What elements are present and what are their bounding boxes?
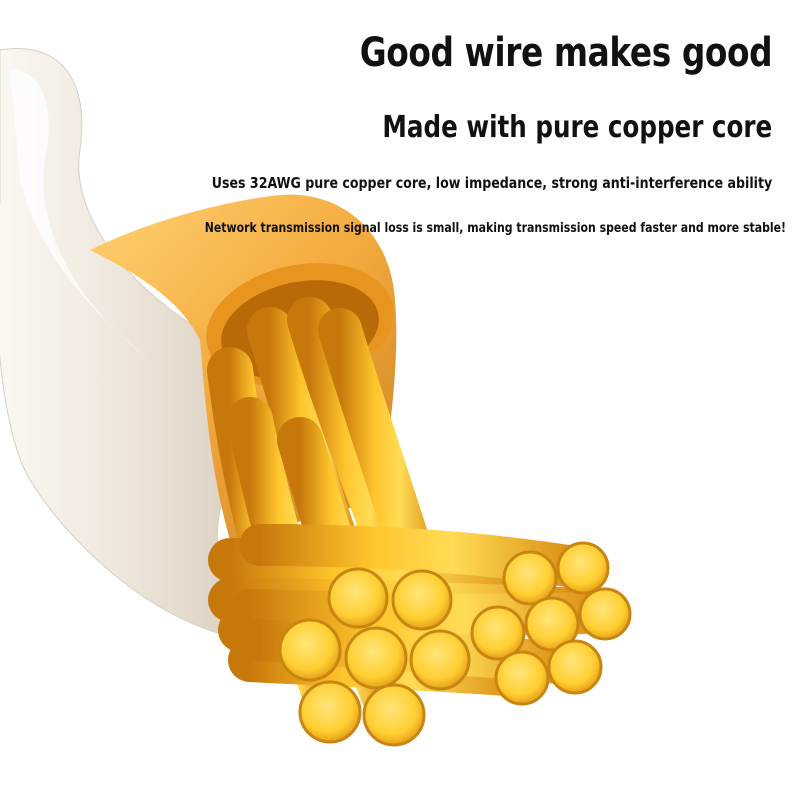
copper-strand-ends <box>278 541 632 747</box>
description-line-1: Uses 32AWG pure copper core, low impedan… <box>211 174 772 192</box>
cable-jacket <box>0 48 252 641</box>
subheadline: Made with pure copper core <box>382 110 772 145</box>
headline: Good wire makes good <box>359 30 772 76</box>
headline-block: Good wire makes good Made with pure copp… <box>105 24 773 194</box>
cable-jacket-highlight <box>10 70 150 360</box>
description-line-2: Network transmission signal loss is smal… <box>204 221 786 236</box>
